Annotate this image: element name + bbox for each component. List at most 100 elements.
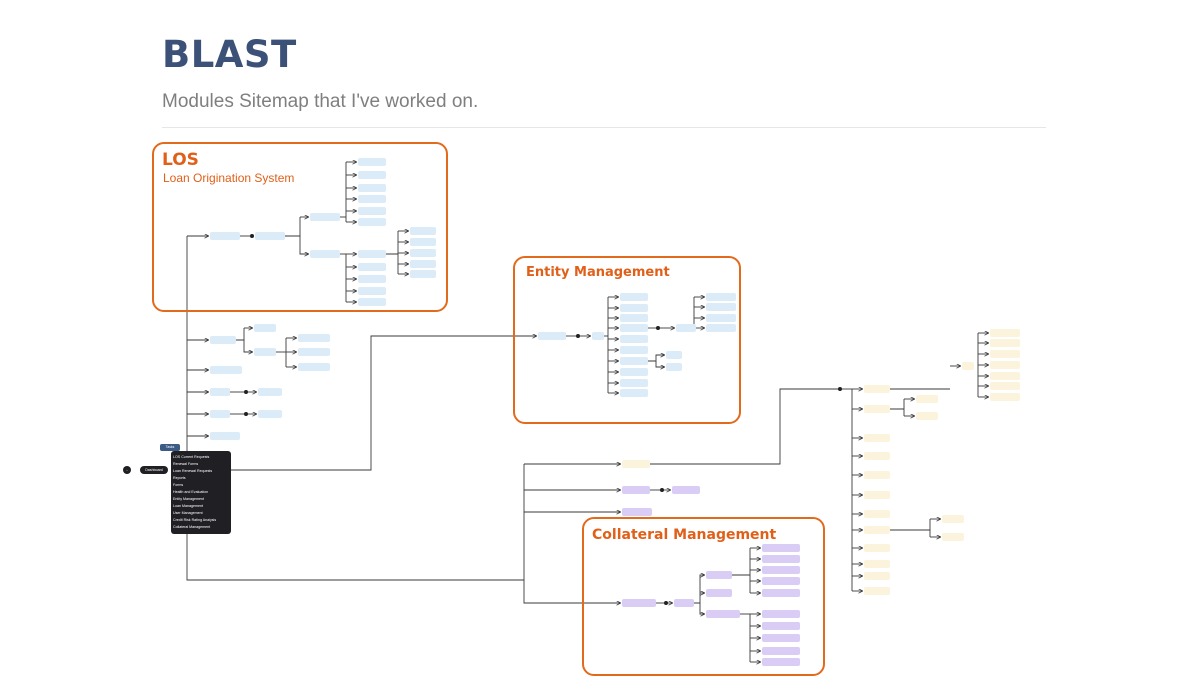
junction-dot xyxy=(576,334,580,338)
sitemap-node xyxy=(210,232,240,240)
connector-line xyxy=(231,336,536,471)
sitemap-node xyxy=(622,460,650,468)
sitemap-node xyxy=(254,324,276,332)
sitemap-node xyxy=(666,351,682,359)
sitemap-node xyxy=(676,324,696,332)
sitemap-node xyxy=(358,171,386,179)
sitemap-node xyxy=(864,526,890,534)
menu-item[interactable]: Forms xyxy=(173,483,184,487)
menu-item[interactable]: Credit Risk Rating Analysis xyxy=(173,518,217,522)
sitemap-node xyxy=(620,304,648,312)
sitemap-node xyxy=(210,366,242,374)
menu-item[interactable]: User Management xyxy=(173,511,203,515)
connector-line xyxy=(299,236,308,254)
sitemap-node xyxy=(706,571,732,579)
sitemap-node xyxy=(358,195,386,203)
sitemap-node xyxy=(410,238,436,246)
connector-line xyxy=(648,355,664,362)
sitemap-node xyxy=(254,348,276,356)
menu-item[interactable]: Health and Evaluation xyxy=(173,490,209,494)
menu-item[interactable]: Loan Renewal Requests xyxy=(173,469,213,473)
sitemap-node xyxy=(672,486,700,494)
sitemap-node xyxy=(358,298,386,306)
menu-item[interactable]: Loan Management xyxy=(173,504,203,508)
page-title: BLAST xyxy=(162,33,297,76)
sitemap-node xyxy=(358,250,386,258)
sitemap-node xyxy=(410,270,436,278)
los-subtitle: Loan Origination System xyxy=(163,171,295,185)
sitemap-node xyxy=(706,293,736,301)
junction-dot xyxy=(244,412,248,416)
sitemap-node xyxy=(620,379,648,387)
menu-item[interactable]: LOS Current Requests xyxy=(173,455,210,459)
sitemap-node xyxy=(358,263,386,271)
junction-dot xyxy=(664,601,668,605)
sitemap-node xyxy=(410,249,436,257)
sitemap-node xyxy=(762,589,800,597)
connector-line xyxy=(236,328,245,341)
menu-item[interactable]: Collateral Management xyxy=(173,525,211,529)
los-section-box xyxy=(152,142,448,312)
sitemap-node xyxy=(864,491,890,499)
sitemap-node xyxy=(358,275,386,283)
sitemap-node xyxy=(706,303,736,311)
sitemap-node xyxy=(210,410,230,418)
los-title: LOS xyxy=(162,150,199,170)
sitemap-node xyxy=(864,471,890,479)
sitemap-node xyxy=(666,363,682,371)
sitemap-node xyxy=(298,363,330,371)
sitemap-node xyxy=(706,314,736,322)
sitemap-node xyxy=(942,515,964,523)
sitemap-node xyxy=(298,334,330,342)
menu-item[interactable]: Entity Management xyxy=(173,497,204,501)
sitemap-node xyxy=(358,218,386,226)
menu-item[interactable]: Reports xyxy=(173,476,186,480)
sitemap-node xyxy=(358,184,386,192)
sitemap-node xyxy=(210,388,230,396)
sitemap-node xyxy=(864,587,890,595)
sitemap-node xyxy=(762,634,800,642)
sitemap-node xyxy=(864,510,890,518)
sitemap-node xyxy=(864,452,890,460)
sitemap-node xyxy=(310,250,340,258)
junction-dot xyxy=(660,488,664,492)
sitemap-node xyxy=(864,544,890,552)
sitemap-node xyxy=(410,260,436,268)
sitemap-node xyxy=(990,372,1020,380)
menu-item[interactable]: Renewal Forms xyxy=(173,462,199,466)
connector-line xyxy=(655,361,664,367)
collateral-management-box xyxy=(582,517,825,676)
tasks-tag: Tasks xyxy=(160,444,180,451)
sitemap-node xyxy=(762,658,800,666)
dashboard-node[interactable]: Dashboard xyxy=(140,466,168,474)
sitemap-node xyxy=(864,560,890,568)
connector-line xyxy=(186,236,524,581)
junction-dot xyxy=(838,387,842,391)
sitemap-node xyxy=(410,227,436,235)
sitemap-node xyxy=(864,434,890,442)
sitemap-node xyxy=(916,395,938,403)
connector-line xyxy=(699,603,704,614)
sitemap-node xyxy=(674,599,694,607)
sitemap-node xyxy=(210,336,236,344)
sitemap-node xyxy=(592,332,604,340)
sitemap-node xyxy=(622,486,650,494)
sitemap-node xyxy=(620,324,648,332)
sitemap-node xyxy=(255,232,285,240)
sitemap-node xyxy=(706,589,732,597)
divider xyxy=(162,127,1046,128)
sitemap-node xyxy=(258,410,282,418)
sitemap-node xyxy=(990,382,1020,390)
connector-line xyxy=(523,580,620,603)
sitemap-node xyxy=(762,544,800,552)
sitemap-node xyxy=(620,346,648,354)
sitemap-node xyxy=(706,610,740,618)
sitemap-node xyxy=(762,610,800,618)
sitemap-node xyxy=(620,368,648,376)
sitemap-node xyxy=(864,385,890,393)
sitemap-node xyxy=(620,335,648,343)
page-subtitle: Modules Sitemap that I've worked on. xyxy=(162,91,479,112)
connector-line xyxy=(650,388,838,465)
sitemap-node xyxy=(762,577,800,585)
sitemap-node xyxy=(962,362,974,370)
